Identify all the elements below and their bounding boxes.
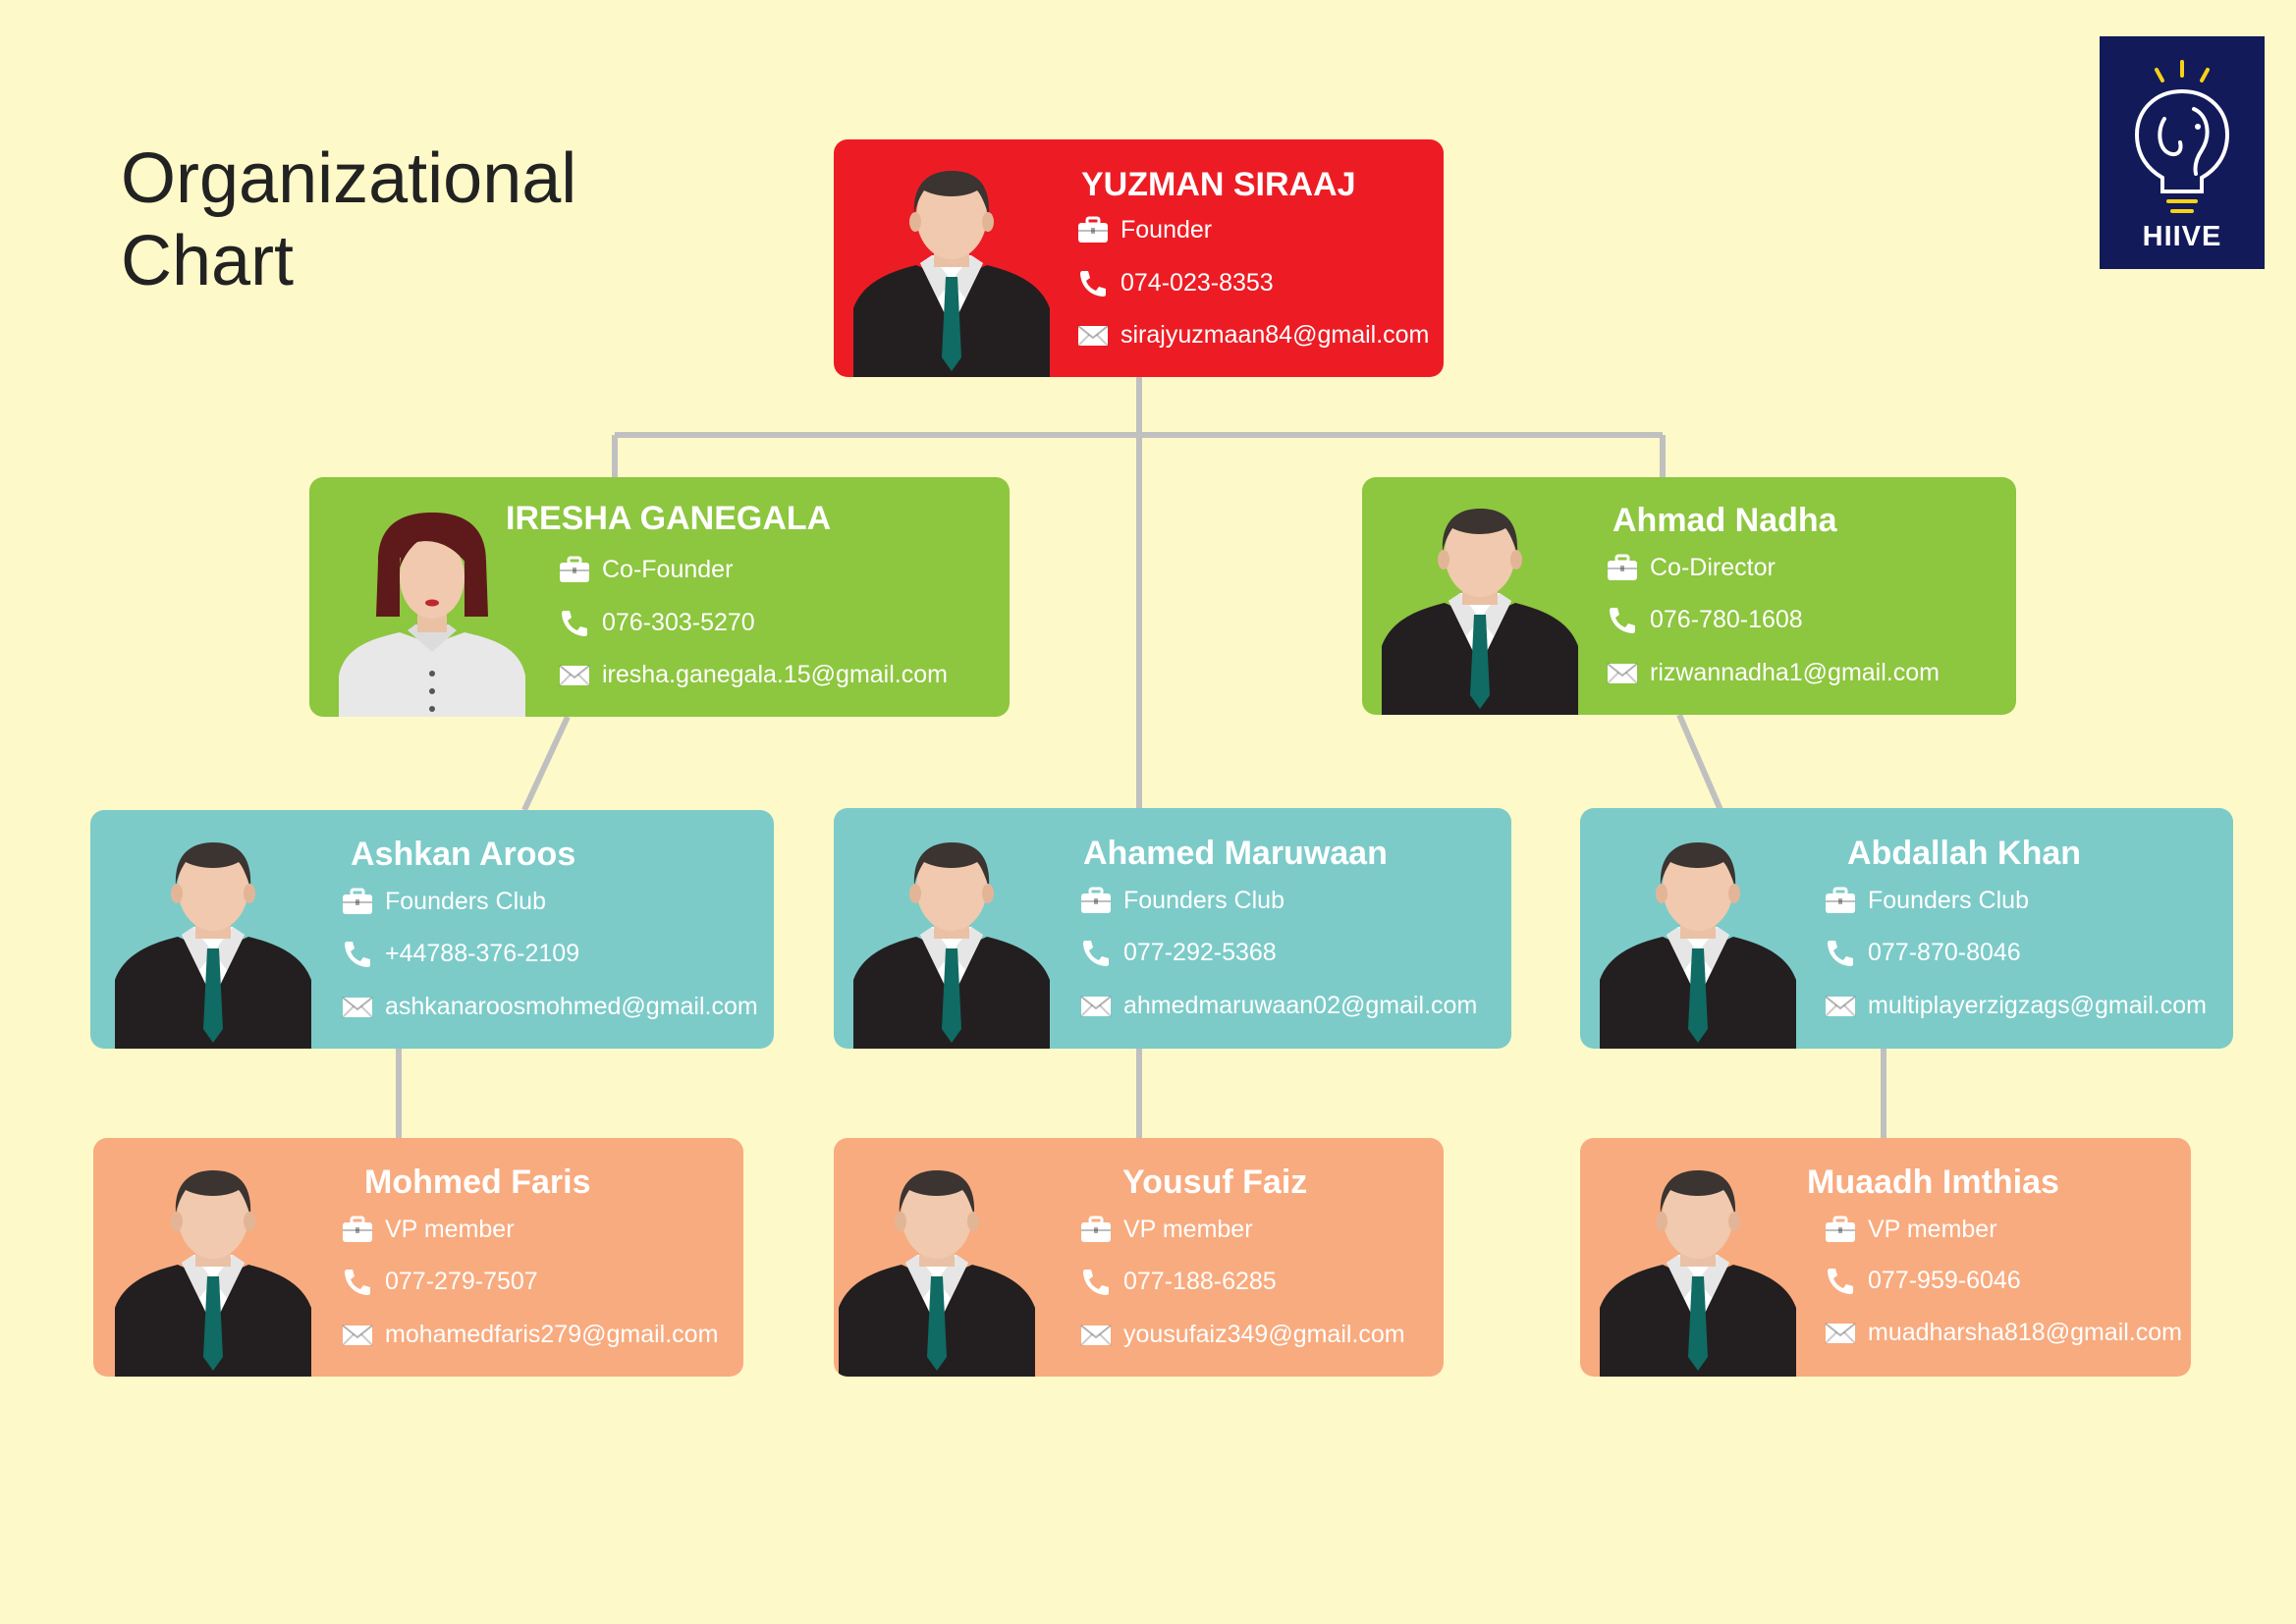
member-role: VP member <box>1123 1216 1253 1243</box>
member-email[interactable]: ahmedmaruwaan02@gmail.com <box>1123 992 1478 1019</box>
card-iresha: IRESHA GANEGALA Co-Founder 076-303-5270 … <box>309 477 1010 717</box>
male-businessman-icon <box>115 842 311 1049</box>
member-name: Yousuf Faiz <box>1122 1164 1308 1201</box>
card-yousuf: Yousuf Faiz VP member 077-188-6285 yousu… <box>834 1138 1444 1377</box>
member-email[interactable]: sirajyuzmaan84@gmail.com <box>1121 321 1430 349</box>
member-phone[interactable]: 077-292-5368 <box>1123 939 1277 966</box>
phone-icon <box>345 942 370 967</box>
mail-icon <box>342 997 373 1018</box>
phone-icon <box>1610 608 1635 633</box>
member-name: Ahmad Nadha <box>1613 502 1837 539</box>
phone-icon <box>345 1270 370 1295</box>
briefcase-icon <box>1824 887 1857 915</box>
mail-icon <box>1825 1323 1856 1344</box>
male-businessman-icon <box>1382 509 1578 715</box>
card-ashkan: Ashkan Aroos Founders Club +44788-376-21… <box>90 810 774 1049</box>
member-role: Founders Club <box>1123 887 1285 914</box>
member-name: Abdallah Khan <box>1847 835 2082 872</box>
phone-icon <box>1828 1269 1853 1294</box>
member-name: Ashkan Aroos <box>351 836 576 873</box>
member-phone[interactable]: 077-188-6285 <box>1123 1268 1277 1295</box>
female-businesswoman-icon <box>339 513 525 717</box>
briefcase-icon <box>341 888 374 916</box>
member-phone[interactable]: 077-279-7507 <box>385 1268 538 1295</box>
title-line-1: Organizational <box>121 139 577 218</box>
title-line-2: Chart <box>121 222 295 300</box>
card-ahamed: Ahamed Maruwaan Founders Club 077-292-53… <box>834 808 1511 1049</box>
member-phone[interactable]: +44788-376-2109 <box>385 940 580 967</box>
card-abdallah: Abdallah Khan Founders Club 077-870-8046… <box>1580 808 2233 1049</box>
member-phone[interactable]: 077-870-8046 <box>1868 939 2021 966</box>
member-phone[interactable]: 077-959-6046 <box>1868 1267 2021 1294</box>
member-name: Muaadh Imthias <box>1807 1164 2059 1201</box>
logo-text: HIIVE <box>2142 221 2222 252</box>
member-role: VP member <box>1868 1216 1997 1243</box>
member-role: Co-Founder <box>602 556 734 583</box>
card-yuzman: YUZMAN SIRAAJ Founder 074-023-8353 siraj… <box>834 139 1444 377</box>
member-name: Ahamed Maruwaan <box>1083 835 1388 872</box>
mail-icon <box>342 1325 373 1346</box>
male-businessman-icon <box>853 171 1050 377</box>
member-email[interactable]: iresha.ganegala.15@gmail.com <box>602 661 948 688</box>
mail-icon <box>1080 996 1112 1017</box>
phone-icon <box>1828 941 1853 966</box>
page-title: Organizational Chart <box>121 137 576 302</box>
elephant-lightbulb-icon <box>2134 60 2230 213</box>
hiive-logo: HIIVE <box>2100 36 2265 269</box>
member-role: Founders Club <box>1868 887 2029 914</box>
member-phone[interactable]: 076-780-1608 <box>1650 606 1803 633</box>
briefcase-icon <box>341 1216 374 1244</box>
connector-ahmad-abdallah <box>1676 713 1723 812</box>
mail-icon <box>1825 996 1856 1017</box>
member-role: Founders Club <box>385 888 546 915</box>
mail-icon <box>559 665 590 686</box>
mail-icon <box>1607 663 1638 684</box>
member-email[interactable]: ashkanaroosmohmed@gmail.com <box>385 993 758 1020</box>
briefcase-icon <box>1076 216 1110 244</box>
briefcase-icon <box>558 556 591 584</box>
member-email[interactable]: yousufaiz349@gmail.com <box>1123 1321 1405 1348</box>
member-phone[interactable]: 074-023-8353 <box>1121 269 1274 297</box>
member-email[interactable]: muadharsha818@gmail.com <box>1868 1319 2182 1346</box>
member-name: Mohmed Faris <box>364 1164 591 1201</box>
phone-icon <box>1083 1270 1109 1295</box>
connector-iresha-ashkan <box>521 715 571 812</box>
member-name: YUZMAN SIRAAJ <box>1081 166 1356 203</box>
card-muaadh: Muaadh Imthias VP member 077-959-6046 mu… <box>1580 1138 2191 1377</box>
phone-icon <box>562 611 587 636</box>
briefcase-icon <box>1824 1216 1857 1244</box>
member-phone[interactable]: 076-303-5270 <box>602 609 755 636</box>
card-ahmad: Ahmad Nadha Co-Director 076-780-1608 riz… <box>1362 477 2016 715</box>
male-businessman-icon <box>115 1170 311 1377</box>
male-businessman-icon <box>853 842 1050 1049</box>
member-email[interactable]: rizwannadha1@gmail.com <box>1650 659 1940 686</box>
member-email[interactable]: mohamedfaris279@gmail.com <box>385 1321 719 1348</box>
member-role: VP member <box>385 1216 515 1243</box>
male-businessman-icon <box>1600 1170 1796 1377</box>
mail-icon <box>1077 325 1109 347</box>
briefcase-icon <box>1079 1216 1113 1244</box>
briefcase-icon <box>1606 554 1639 582</box>
briefcase-icon <box>1079 887 1113 915</box>
member-role: Founder <box>1121 216 1213 244</box>
mail-icon <box>1080 1325 1112 1346</box>
phone-icon <box>1083 941 1109 966</box>
member-email[interactable]: multiplayerzigzags@gmail.com <box>1868 992 2207 1019</box>
card-mohmed: Mohmed Faris VP member 077-279-7507 moha… <box>93 1138 743 1377</box>
male-businessman-icon <box>839 1170 1035 1377</box>
member-name: IRESHA GANEGALA <box>506 500 832 537</box>
male-businessman-icon <box>1600 842 1796 1049</box>
phone-icon <box>1080 271 1106 297</box>
member-role: Co-Director <box>1650 554 1776 581</box>
